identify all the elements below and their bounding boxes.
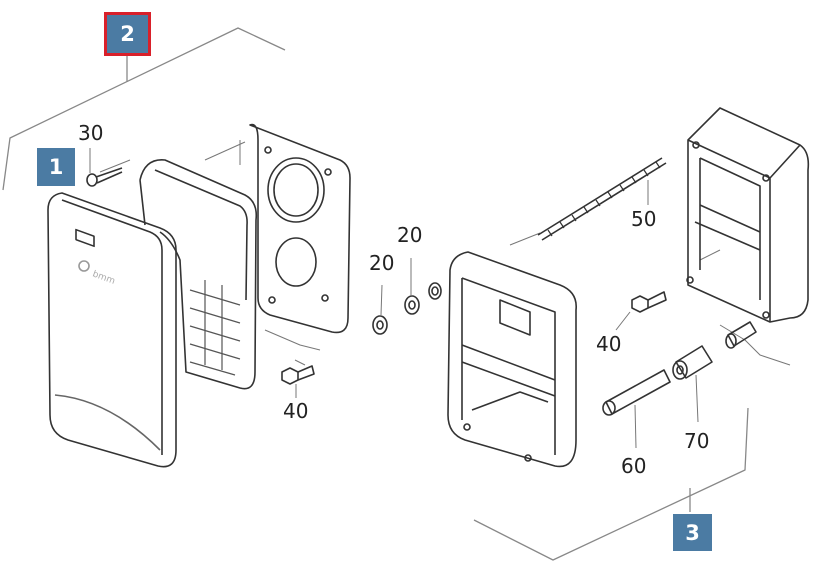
part-label-20-nut: 20 <box>369 251 395 275</box>
group-bracket-3 <box>473 407 749 561</box>
front-cover: bmm <box>47 192 177 468</box>
part-label-60: 60 <box>621 454 647 478</box>
bolt-40-left <box>281 365 315 398</box>
gasket-plate <box>249 123 351 334</box>
part-label-70: 70 <box>684 429 710 453</box>
part-label-20-washer: 20 <box>397 223 423 247</box>
group-bracket-2 <box>2 27 286 191</box>
callout-badge-3[interactable]: 3 <box>673 514 712 551</box>
part-label-30: 30 <box>78 121 104 145</box>
bolt-40-right <box>615 291 667 331</box>
screw-30 <box>86 148 123 187</box>
sleeve-70 <box>672 345 713 423</box>
part-label-40-left: 40 <box>283 399 309 423</box>
junction-box <box>686 107 810 323</box>
pin-connector <box>725 321 757 349</box>
callout-badge-1[interactable]: 1 <box>37 148 75 186</box>
housing-box <box>447 251 577 468</box>
grille-frame <box>139 159 258 390</box>
pin-60 <box>602 369 671 449</box>
svg-text:bmm: bmm <box>91 269 116 286</box>
nut-20 <box>372 284 388 335</box>
callout-badge-2[interactable]: 2 <box>104 12 151 56</box>
part-label-40-right: 40 <box>596 332 622 356</box>
part-label-50: 50 <box>631 207 657 231</box>
washer-20 <box>404 258 442 315</box>
threaded-rod-50 <box>537 157 667 241</box>
